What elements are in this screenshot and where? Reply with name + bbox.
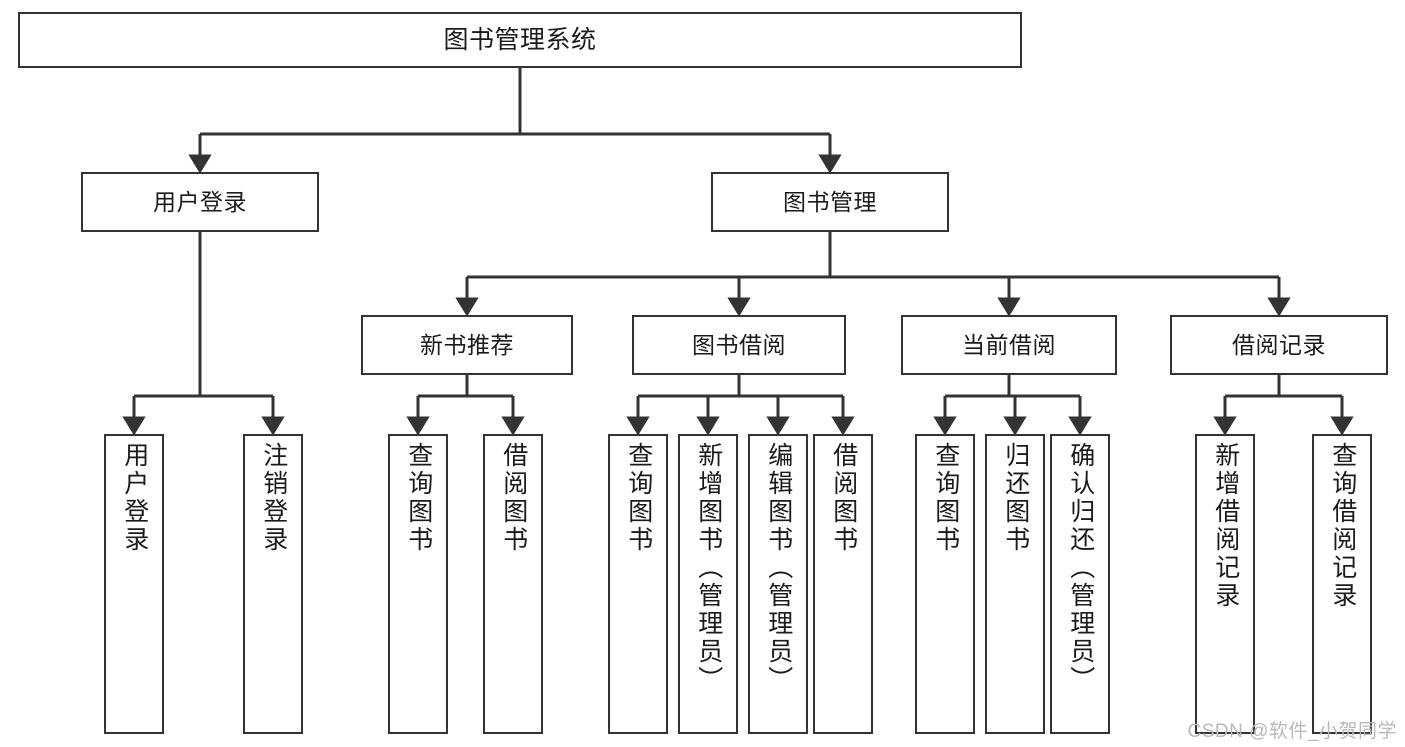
node-label: 图书管理	[783, 188, 877, 215]
node-leaf-user-login[interactable]: 用户登录	[104, 434, 164, 734]
node-leaf-edit-book[interactable]: 编辑图书（管理员）	[748, 434, 808, 734]
node-leaf-add-record[interactable]: 新增借阅记录	[1195, 434, 1255, 734]
node-leaf-query-record[interactable]: 查询借阅记录	[1312, 434, 1372, 734]
node-label: 新书推荐	[420, 331, 514, 358]
node-leaf-logout-login[interactable]: 注销登录	[243, 434, 303, 734]
node-leaf-borrow-book-2[interactable]: 借阅图书	[813, 434, 873, 734]
node-label: 用户登录	[120, 442, 149, 554]
node-label: 借阅图书	[499, 442, 528, 554]
node-leaf-add-book[interactable]: 新增图书（管理员）	[678, 434, 738, 734]
node-label: 新增借阅记录	[1211, 442, 1240, 610]
node-book-borrow[interactable]: 图书借阅	[632, 315, 846, 375]
node-leaf-query-book-3[interactable]: 查询图书	[915, 434, 975, 734]
node-label: 新增图书（管理员）	[694, 442, 723, 694]
node-label: 查询借阅记录	[1328, 442, 1357, 610]
node-label: 查询图书	[624, 442, 653, 554]
node-label: 图书管理系统	[443, 25, 597, 54]
node-book-manage[interactable]: 图书管理	[711, 172, 949, 232]
node-leaf-return-book[interactable]: 归还图书	[985, 434, 1045, 734]
node-new-book-rec[interactable]: 新书推荐	[361, 315, 573, 375]
node-label: 图书借阅	[692, 331, 786, 358]
node-current-borrow[interactable]: 当前借阅	[901, 315, 1117, 375]
node-leaf-query-book-2[interactable]: 查询图书	[608, 434, 668, 734]
node-label: 当前借阅	[962, 331, 1056, 358]
node-label: 借阅图书	[829, 442, 858, 554]
node-user-login[interactable]: 用户登录	[81, 172, 319, 232]
node-label: 查询图书	[404, 442, 433, 554]
node-label: 查询图书	[931, 442, 960, 554]
node-label: 用户登录	[153, 188, 247, 215]
node-label: 借阅记录	[1232, 331, 1326, 358]
node-root[interactable]: 图书管理系统	[18, 12, 1022, 68]
node-label: 归还图书	[1001, 442, 1030, 554]
node-leaf-query-book-1[interactable]: 查询图书	[388, 434, 448, 734]
node-leaf-confirm-return[interactable]: 确认归还（管理员）	[1050, 434, 1110, 734]
node-leaf-borrow-book-1[interactable]: 借阅图书	[483, 434, 543, 734]
node-label: 确认归还（管理员）	[1066, 442, 1095, 694]
node-borrow-record[interactable]: 借阅记录	[1170, 315, 1388, 375]
node-label: 注销登录	[259, 442, 288, 554]
node-label: 编辑图书（管理员）	[764, 442, 793, 694]
